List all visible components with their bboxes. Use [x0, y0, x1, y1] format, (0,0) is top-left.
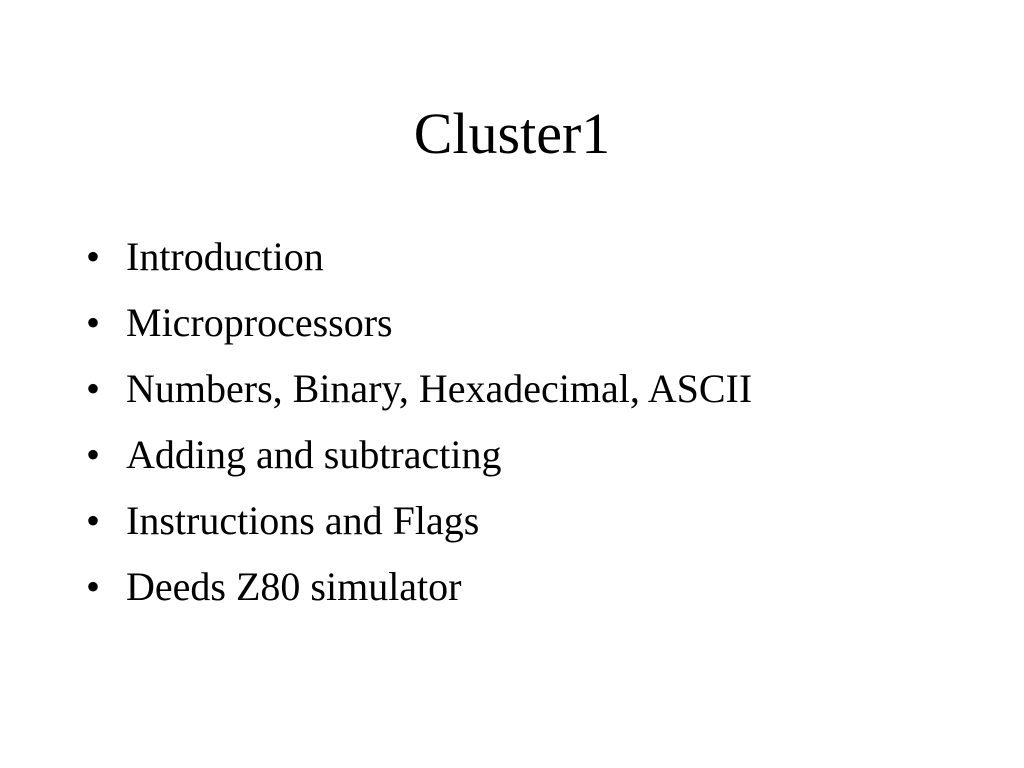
bullet-dot-icon: •: [86, 498, 101, 543]
bullet-text: Introduction: [126, 234, 324, 279]
bullet-text: Adding and subtracting: [126, 432, 502, 477]
bullet-item: • Adding and subtracting: [86, 424, 986, 490]
bullet-dot-icon: •: [86, 300, 101, 345]
bullet-item: • Instructions and Flags: [86, 490, 986, 556]
bullet-text: Numbers, Binary, Hexadecimal, ASCII: [126, 366, 753, 411]
bullet-dot-icon: •: [86, 366, 101, 411]
bullet-text: Deeds Z80 simulator: [126, 564, 462, 609]
bullet-dot-icon: •: [86, 234, 101, 279]
bullet-item: • Numbers, Binary, Hexadecimal, ASCII: [86, 358, 986, 424]
bullet-text: Microprocessors: [126, 300, 393, 345]
bullet-item: • Microprocessors: [86, 292, 986, 358]
bullet-item: • Introduction: [86, 226, 986, 292]
bullet-list: • Introduction • Microprocessors • Numbe…: [86, 226, 986, 622]
bullet-item: • Deeds Z80 simulator: [86, 556, 986, 622]
bullet-dot-icon: •: [86, 564, 101, 609]
slide-title: Cluster1: [413, 101, 611, 166]
bullet-text: Instructions and Flags: [126, 498, 480, 543]
bullet-dot-icon: •: [86, 432, 101, 477]
